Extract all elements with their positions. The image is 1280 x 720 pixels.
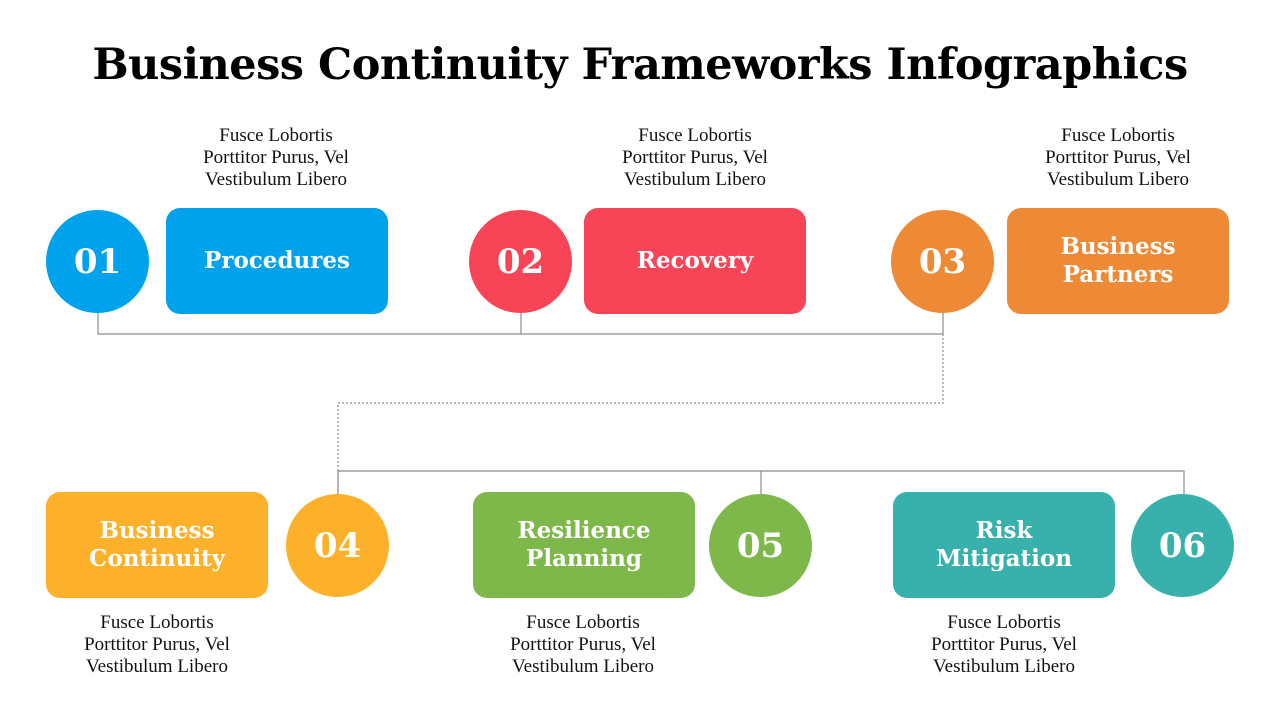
step-05-number-circle: 05 [709, 494, 812, 597]
step-03-label-box: Business Partners [1007, 208, 1229, 314]
step-03-number-circle: 03 [891, 210, 994, 313]
step-01-number-circle: 01 [46, 210, 149, 313]
top-connector [97, 312, 944, 335]
step-06-label-box: Risk Mitigation [893, 492, 1115, 598]
bottom-connector [337, 470, 1185, 494]
step-01-label-box: Procedures [166, 208, 388, 314]
step-02-number-circle: 02 [469, 210, 572, 313]
page-title: Business Continuity Frameworks Infograph… [92, 40, 1188, 90]
step-04-label-box: Business Continuity [46, 492, 268, 598]
step-04-number-circle: 04 [286, 494, 389, 597]
step-02-label-box: Recovery [584, 208, 806, 314]
step-06-number-circle: 06 [1131, 494, 1234, 597]
step-05-label-box: Resilience Planning [473, 492, 695, 598]
dotted-connector [337, 334, 944, 494]
